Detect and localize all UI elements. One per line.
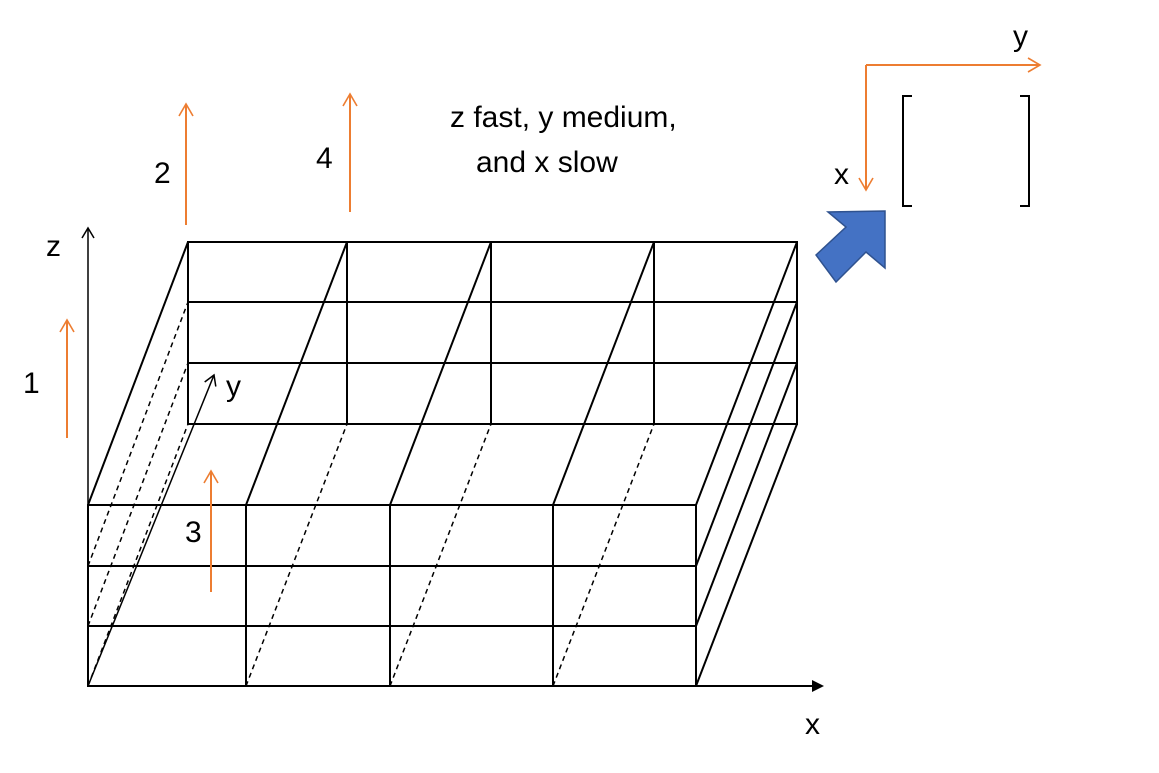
top-diagonal — [245, 241, 348, 506]
hidden-bottom-edge — [245, 423, 348, 687]
matrix-axes — [858, 57, 1042, 192]
y-axis-label: y — [226, 370, 241, 403]
z-axis-label: z — [46, 230, 61, 263]
top-diagonal — [695, 241, 798, 506]
right-diagonal — [695, 301, 798, 567]
top-diagonal — [389, 241, 492, 506]
top-diagonal — [552, 241, 655, 506]
order-step-3: 3 — [185, 516, 202, 549]
order-step-1: 1 — [23, 367, 40, 400]
matrix-y-label: y — [1013, 20, 1028, 53]
top-diagonal — [87, 241, 189, 506]
hidden-edges — [87, 301, 655, 687]
left-bracket — [902, 95, 912, 207]
back-face — [187, 241, 798, 425]
diagonal-arrow-icon — [814, 210, 886, 284]
hidden-left-edge — [87, 301, 189, 567]
x-axis-label: x — [805, 708, 820, 741]
order-step-2: 2 — [154, 157, 171, 190]
diagonal-arrow-shape — [814, 210, 886, 284]
matrix-x-label: x — [834, 158, 849, 191]
matrix-brackets — [902, 95, 1030, 207]
hidden-left-edge — [87, 423, 189, 687]
right-diagonal — [695, 423, 798, 687]
right-bracket — [1020, 95, 1030, 207]
grid-box — [87, 241, 798, 687]
hidden-bottom-edge — [552, 423, 655, 687]
order-step-4: 4 — [316, 142, 333, 175]
y-axis — [87, 373, 217, 687]
front-face — [87, 504, 697, 687]
caption-line-1: z fast, y medium, — [450, 101, 677, 134]
hidden-bottom-edge — [389, 423, 492, 687]
caption-line-2: and x slow — [476, 146, 618, 179]
axes — [81, 226, 824, 692]
right-diagonal — [695, 362, 798, 627]
hidden-left-edge — [87, 362, 189, 627]
order-arrows — [59, 92, 358, 592]
